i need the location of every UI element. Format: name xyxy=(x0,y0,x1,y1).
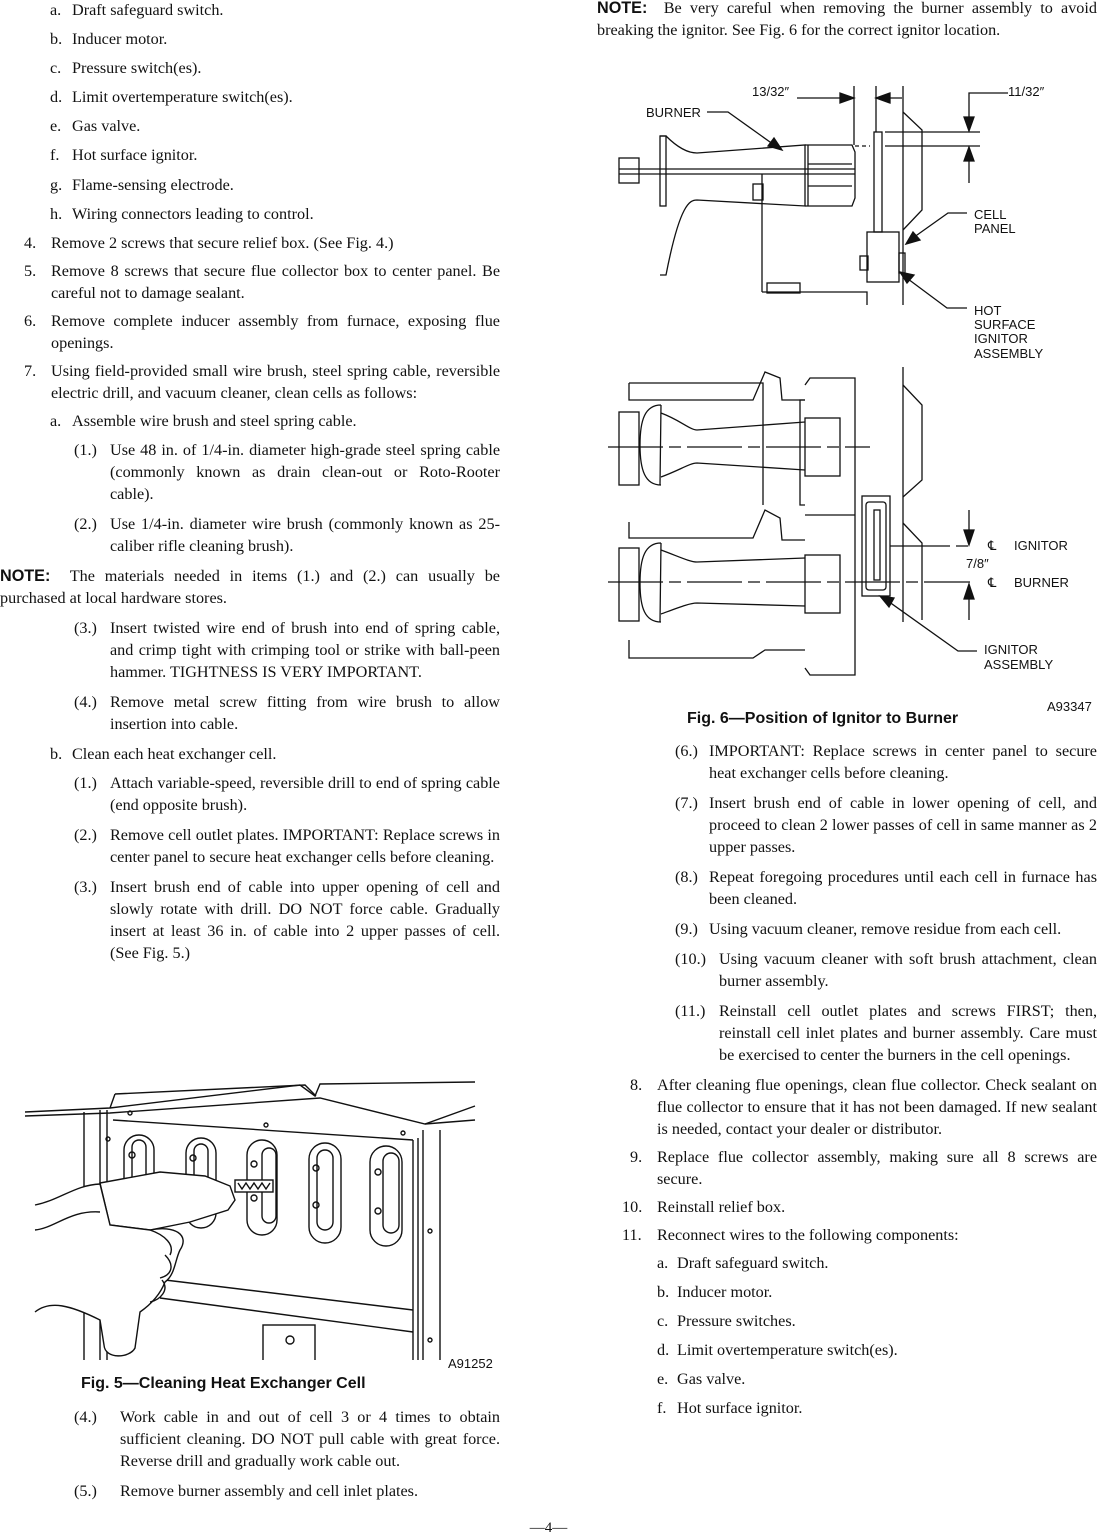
left-column-bottom: (4.)Work cable in and out of cell 3 or 4… xyxy=(0,1406,500,1510)
note-burner: NOTE: Be very careful when removing the … xyxy=(597,0,1097,39)
list-item: a.Draft safeguard switch. xyxy=(657,1254,829,1272)
list-item: (1.)Attach variable-speed, reversible dr… xyxy=(74,773,500,814)
list-item: f.Hot surface ignitor. xyxy=(50,146,198,165)
list-item: h.Wiring connectors leading to control. xyxy=(50,204,314,223)
step-item: 7.Using field-provided small wire brush,… xyxy=(24,361,500,402)
steps-list: 4.Remove 2 screws that secure relief box… xyxy=(0,232,500,404)
list-item: d.Limit overtemperature switch(es). xyxy=(657,1341,898,1360)
list-item: (9.)Using vacuum cleaner, remove residue… xyxy=(675,920,1062,938)
list-item: (1.)Use 48 in. of 1/4-in. diameter high-… xyxy=(74,440,500,503)
figure-caption: Fig. 6—Position of Ignitor to Burner xyxy=(687,710,959,727)
right-column-bottom: (6.)IMPORTANT: Replace screws in center … xyxy=(597,740,1097,1427)
list-item: (6.)IMPORTANT: Replace screws in center … xyxy=(675,742,1097,782)
disconnect-list: a.Draft safeguard switch. b.Inducer moto… xyxy=(0,0,500,225)
label-ignitor: IGNITOR xyxy=(974,331,1028,346)
step-item: 9.Replace flue collector assembly, makin… xyxy=(630,1148,1097,1188)
list-item: (2.)Remove cell outlet plates. IMPORTANT… xyxy=(74,825,500,866)
step-item: 11.Reconnect wires to the following comp… xyxy=(622,1226,959,1244)
step-item: 6.Remove complete inducer assembly from … xyxy=(24,311,500,352)
list-item: (11.)Reinstall cell outlet plates and sc… xyxy=(675,1002,1097,1064)
step-item: 4.Remove 2 screws that secure relief box… xyxy=(24,233,394,252)
figure-id: A91252 xyxy=(448,1356,493,1371)
list-item: a.Draft safeguard switch. xyxy=(50,1,224,19)
label-dim-13-32: 13/32″ xyxy=(752,84,790,99)
step-7b: b.Clean each heat exchanger cell. xyxy=(50,744,277,763)
list-item: b.Inducer motor. xyxy=(50,30,168,49)
label-panel: PANEL xyxy=(974,221,1016,236)
list-item: c.Pressure switches. xyxy=(657,1312,796,1331)
list-item: e.Gas valve. xyxy=(657,1370,746,1389)
centerline-symbol: ℄ xyxy=(987,538,997,553)
right-column-top: NOTE: Be very careful when removing the … xyxy=(597,0,1097,49)
list-item: f.Hot surface ignitor. xyxy=(657,1399,803,1418)
list-item: (3.)Insert twisted wire end of brush int… xyxy=(74,618,500,681)
heat-exchanger-cleaning-illustration xyxy=(24,1081,476,1360)
figure-6: BURNER 13/32″ 11/32″ CELL PANEL HOT SURF… xyxy=(590,70,1097,730)
list-item: b.Inducer motor. xyxy=(657,1283,773,1302)
list-item: (3.)Insert brush end of cable into upper… xyxy=(74,877,500,962)
figure-5: A91252 Fig. 5—Cleaning Heat Exchanger Ce… xyxy=(0,1060,500,1400)
label-dim-7-8: 7/8″ xyxy=(966,556,989,571)
figure-id: A93347 xyxy=(1047,699,1092,714)
list-item: (10.)Using vacuum cleaner with soft brus… xyxy=(675,950,1097,990)
label-ignitor-asm-2: ASSEMBLY xyxy=(984,657,1053,672)
list-item: c.Pressure switch(es). xyxy=(50,59,202,78)
label-cl-burner: BURNER xyxy=(1014,575,1069,590)
label-surface: SURFACE xyxy=(974,317,1036,332)
list-item: g.Flame-sensing electrode. xyxy=(50,175,234,194)
step-item: 5.Remove 8 screws that secure flue colle… xyxy=(24,261,500,302)
list-item: d.Limit overtemperature switch(es). xyxy=(50,88,293,107)
page-number: —4— xyxy=(529,1520,568,1536)
step-item: 8.After cleaning flue openings, clean fl… xyxy=(630,1076,1097,1138)
centerline-symbol: ℄ xyxy=(987,575,997,590)
list-item: e.Gas valve. xyxy=(50,117,141,136)
list-item: (5.)Remove burner assembly and cell inle… xyxy=(74,1482,419,1500)
left-column: a.Draft safeguard switch. b.Inducer moto… xyxy=(0,0,500,972)
figure-caption: Fig. 5—Cleaning Heat Exchanger Cell xyxy=(81,1375,366,1392)
label-ignitor-asm-1: IGNITOR xyxy=(984,642,1038,657)
label-hot: HOT xyxy=(974,303,1002,318)
label-burner: BURNER xyxy=(646,105,701,120)
note-materials: NOTE: The materials needed in items (1.)… xyxy=(0,566,500,607)
step-item: 10.Reinstall relief box. xyxy=(622,1198,786,1216)
label-cell: CELL xyxy=(974,207,1007,222)
list-item: (4.)Remove metal screw fitting from wire… xyxy=(74,692,500,733)
label-assembly: ASSEMBLY xyxy=(974,346,1043,361)
list-item: (7.)Insert brush end of cable in lower o… xyxy=(675,794,1097,856)
list-item: (2.)Use 1/4-in. diameter wire brush (com… xyxy=(74,514,500,555)
ignitor-position-diagram: BURNER 13/32″ 11/32″ CELL PANEL HOT SURF… xyxy=(608,84,1069,676)
step-7a: a.Assemble wire brush and steel spring c… xyxy=(50,411,357,430)
label-cl-ignitor: IGNITOR xyxy=(1014,538,1068,553)
label-dim-11-32: 11/32″ xyxy=(1008,84,1045,99)
list-item: (8.)Repeat foregoing procedures until ea… xyxy=(675,868,1097,908)
list-item: (4.)Work cable in and out of cell 3 or 4… xyxy=(74,1408,500,1470)
